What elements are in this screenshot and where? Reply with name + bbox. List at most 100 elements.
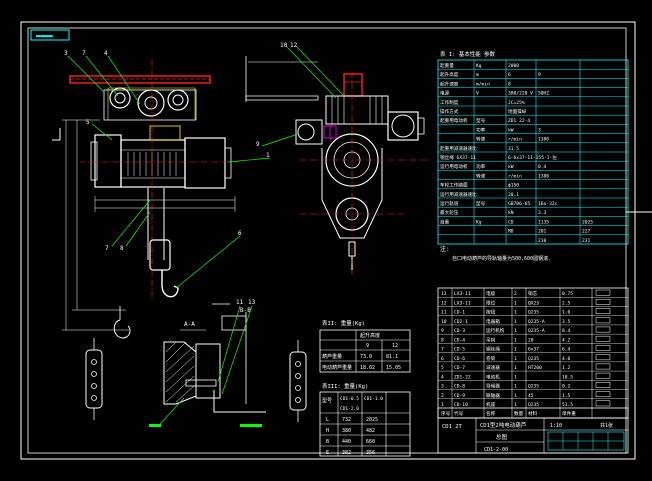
table2-cell: 73.0 — [360, 354, 372, 360]
params-cell: Kg — [476, 219, 482, 225]
bom-cell: 45 — [528, 393, 534, 399]
pendant-switch-left — [85, 338, 103, 420]
bom-header-cell: 材料 — [528, 410, 538, 417]
hoist-drum — [120, 139, 186, 188]
outer-frame — [20, 21, 636, 460]
bom-cell: 钢丝绳 — [486, 346, 500, 353]
bom-cell: 1 — [514, 300, 517, 306]
table2-cell: 15.05 — [386, 365, 401, 371]
bom-cell: 导绳器 — [486, 383, 500, 390]
note-title: 注: — [440, 245, 450, 253]
table2-head: 9 — [366, 343, 369, 349]
trolley-wheel-right — [167, 89, 189, 111]
params-cell: JC=25% — [508, 100, 525, 106]
corner-badge-text: ▬▬▬▬ — [36, 32, 54, 40]
params-cell: 31.5 — [508, 146, 519, 152]
leader-label: 10 — [280, 42, 288, 49]
table2-cell: 18.02 — [360, 365, 375, 371]
params-cell: kW — [508, 164, 514, 170]
bom-cell: 2 — [514, 291, 517, 297]
pendant-switch-right — [289, 340, 307, 422]
bom-cell: 吊钩 — [486, 336, 496, 343]
hook — [161, 270, 179, 298]
params-cell: m — [476, 73, 479, 78]
bom-cell: Q235 — [528, 310, 539, 316]
params-cell: 转速 — [476, 136, 486, 143]
bom-mark-box — [595, 308, 611, 314]
params-cell: 运行用减速器速比 — [440, 191, 477, 198]
bom-mark-box — [595, 317, 611, 324]
bom-cell: 6.4 — [562, 347, 571, 353]
params-cell: 起重量 — [440, 62, 454, 69]
params-cell: 6 — [508, 72, 511, 78]
bom-cell: CD-5 — [454, 347, 465, 353]
rail-beam — [69, 75, 211, 84]
params-cell: 227 — [582, 229, 591, 235]
table3-cell: 356 — [366, 450, 375, 456]
params-cell: 9 — [538, 72, 541, 78]
params-cell: 起重用减速器速比 — [440, 145, 477, 152]
leader-label: 7 — [105, 245, 109, 252]
table3-head: 型号 — [322, 397, 332, 404]
params-cell: 8 — [508, 81, 511, 87]
params-cell: 1380 — [538, 137, 549, 143]
hoist-gearbox — [184, 137, 226, 189]
params-cell: 231 — [582, 238, 591, 244]
table3-head: CD1-1.0 — [364, 396, 383, 402]
section-b-label: B-B — [240, 307, 251, 314]
title-model: CD1 2T — [442, 424, 463, 430]
bom-cell: CD-10 — [454, 402, 468, 408]
params-cell: 6-6x37-11-155-1-左 — [508, 154, 557, 161]
bom-cell: Q235-A — [528, 328, 545, 334]
bom-mark-box — [595, 326, 611, 333]
bom-cell: 1.5 — [562, 393, 571, 399]
title-name: CD1型2吨电动葫芦 — [480, 421, 527, 429]
params-cell: 工作制度 — [440, 99, 459, 106]
params-cell: r/min — [508, 173, 522, 179]
params-cell: 2025 — [582, 219, 593, 225]
bom-header-cell: 代号 — [454, 410, 464, 417]
section-a-a-view: A-A — [149, 321, 221, 427]
bom-cell: CD-8 — [454, 384, 465, 390]
bom-cell: 1 — [514, 365, 517, 371]
params-cell: 车轮工作踏面 — [440, 182, 468, 189]
params-cell: 起升速度 — [440, 80, 459, 87]
bom-cell: 11 — [441, 310, 447, 316]
note-text: 自口电动葫芦的导轨轴量为500,600圆钢滚. — [452, 255, 551, 262]
params-cell: 3.3 — [538, 210, 547, 216]
params-table-title: 表 I: 基本性能 参数 — [440, 50, 496, 58]
params-cell: 钢丝绳 6X37-11 — [440, 154, 476, 161]
params-cell: ZD1 22-4 — [508, 118, 530, 124]
leader-label: 7 — [82, 50, 86, 57]
params-cell: 地面操纵 — [508, 108, 527, 115]
bom-header-cell: 数量 — [514, 410, 524, 417]
table2-cell: 葫芦重量 — [322, 353, 342, 360]
params-cell: 最大轮压 — [440, 209, 459, 216]
params-cell: 型号 — [476, 117, 486, 124]
bom-cell: 1 — [514, 319, 517, 325]
bom-cell: 12 — [441, 300, 447, 306]
params-cell: 210 — [538, 238, 547, 244]
bom-cell: 2 — [441, 393, 444, 399]
table3-cell: E — [326, 450, 329, 456]
bom-cell: 7 — [441, 347, 444, 353]
leader-label: 1 — [266, 152, 270, 159]
params-cell: 功率 — [476, 163, 486, 170]
table3-cell: 382 — [342, 450, 351, 456]
bom-cell: 1 — [441, 402, 444, 408]
bom-cell: CD-1 — [454, 310, 465, 316]
bom-cell: 卷筒 — [486, 355, 496, 362]
bom-cell: 1 — [514, 393, 517, 399]
bom-cell: 3.5 — [562, 319, 571, 325]
bom-cell: QX23 — [528, 300, 539, 306]
table3-head: CD1-0.5 — [340, 396, 359, 402]
front-view: 3 7 4 5 1 7 8 6 — [52, 50, 271, 331]
params-cell: 2000 — [508, 63, 519, 69]
bom-cell: Q235 — [528, 402, 539, 408]
section-b-b-view: B-B 11 13 — [212, 299, 266, 427]
hoist-motor-left — [94, 134, 122, 188]
params-cell: r/min — [508, 137, 522, 143]
bom-cell: 6x37 — [528, 347, 539, 353]
leader-label: 8 — [120, 245, 124, 252]
